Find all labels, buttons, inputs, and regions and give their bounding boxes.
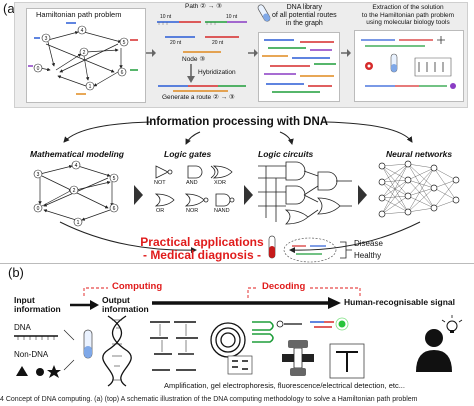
chevron-3-icon [358, 185, 367, 205]
library-box [258, 32, 340, 102]
hybrid-strand [158, 85, 246, 92]
svg-text:5: 5 [113, 176, 116, 182]
dna-library-label: DNA library of all potential routes in t… [272, 4, 337, 27]
input-tube-icon [83, 329, 93, 359]
svg-text:6: 6 [121, 70, 124, 76]
arrow-computing [70, 300, 99, 310]
svg-text:3: 3 [45, 36, 48, 42]
section-logic-gates: Logic gates [164, 149, 212, 159]
svg-text:0: 0 [37, 206, 40, 212]
path-strands [157, 21, 247, 53]
extraction-tools [361, 36, 456, 89]
non-dna-label: Non-DNA [14, 350, 49, 359]
generate-route-label: Generate a route ② → ③ [162, 94, 235, 101]
electrode-chart [329, 343, 365, 379]
nt-left-label: 10 nt [160, 14, 172, 20]
output-info-label: Output information [102, 296, 149, 314]
healthy-label: Healthy [354, 251, 382, 260]
section-math-modeling: Mathematical modeling [30, 149, 124, 159]
methods-label: Amplification, gel electrophoresis, fluo… [164, 381, 405, 390]
svg-text:1: 1 [77, 220, 80, 226]
figure-caption: 4 Concept of DNA computing. (a) (top) A … [0, 396, 418, 403]
dashed-brackets [83, 287, 361, 298]
path-label: Path ② → ③ [185, 3, 222, 10]
diagnosis-bubble [283, 237, 337, 263]
output-info-text: Output information [102, 295, 149, 314]
input-info-label: Input information [14, 296, 61, 314]
practical-applications: Practical applications - Medical diagnos… [132, 236, 272, 262]
gel-rings [210, 322, 246, 358]
nt-mid-a-label: 20 nt [170, 40, 182, 46]
hamiltonian-title: Hamiltonian path problem [36, 10, 122, 19]
bracket-inputs [63, 329, 75, 371]
library-strands [262, 39, 336, 93]
section-neural-networks: Neural networks [386, 149, 453, 159]
computing-label: Computing [112, 281, 163, 292]
arrow-ham-to-path [146, 49, 156, 57]
gate-not: NOT [154, 180, 166, 186]
logic-gates [154, 165, 235, 207]
arrow-path-to-library [248, 49, 258, 57]
pore-device [282, 340, 314, 376]
hairpin-icon [252, 321, 274, 343]
gate-nand: NAND [214, 208, 230, 214]
nt-right-label: 10 nt [226, 14, 238, 20]
dna-label: DNA [14, 323, 31, 332]
test-tube-icon [257, 4, 271, 22]
gate-xor: XOR [214, 180, 226, 186]
svg-text:3: 3 [37, 172, 40, 178]
svg-text:2: 2 [73, 188, 76, 194]
svg-text:4: 4 [75, 163, 78, 169]
svg-text:1: 1 [89, 84, 92, 90]
arrow-library-to-extraction [341, 49, 351, 57]
gate-and: AND [186, 180, 198, 186]
detection-strands [276, 317, 349, 331]
center-title: Information processing with DNA [146, 116, 329, 128]
arrow-decoding [152, 297, 341, 309]
gate-nor: NOR [186, 208, 199, 214]
svg-text:5: 5 [123, 40, 126, 46]
chevron-1-icon [134, 185, 143, 205]
person-idea-icon [416, 315, 463, 372]
svg-text:4: 4 [81, 28, 84, 34]
nt-mid-b-label: 20 nt [212, 40, 224, 46]
section-logic-circuits: Logic circuits [258, 149, 314, 159]
applications-text: Practical applications - Medical diagnos… [140, 235, 264, 262]
bracket-diagnosis [340, 241, 352, 259]
signal-label: Human-recognisable signal [344, 297, 455, 307]
blood-tube-icon [268, 235, 276, 259]
dna-strand-small [14, 335, 58, 340]
node-label: Node ③ [182, 56, 206, 63]
panel-b-tag: (b) [8, 265, 24, 280]
input-info-text: Input information [14, 295, 61, 314]
chevron-2-icon [244, 185, 253, 205]
non-dna-shapes [16, 365, 61, 378]
gel-lanes [227, 355, 253, 375]
svg-text:6: 6 [113, 206, 116, 212]
extraction-label: Extraction of the solution to the Hamilt… [361, 4, 455, 26]
hybridization-label: Hybridization [198, 69, 236, 76]
gate-or: OR [156, 208, 165, 214]
svg-text:0: 0 [37, 66, 40, 72]
dna-helix-icon [102, 315, 132, 387]
logic-circuit [258, 161, 352, 225]
panel-divider [0, 263, 474, 264]
down-arrow-hybridization [187, 64, 195, 83]
disease-label: Disease [354, 239, 383, 248]
svg-text:2: 2 [83, 50, 86, 56]
decoding-label: Decoding [262, 281, 306, 292]
gel-electrophoresis [150, 321, 198, 371]
hamiltonian-graph: 3 4 5 2 6 1 0 [28, 22, 138, 95]
center-curves [59, 121, 421, 254]
neural-network [378, 160, 460, 218]
